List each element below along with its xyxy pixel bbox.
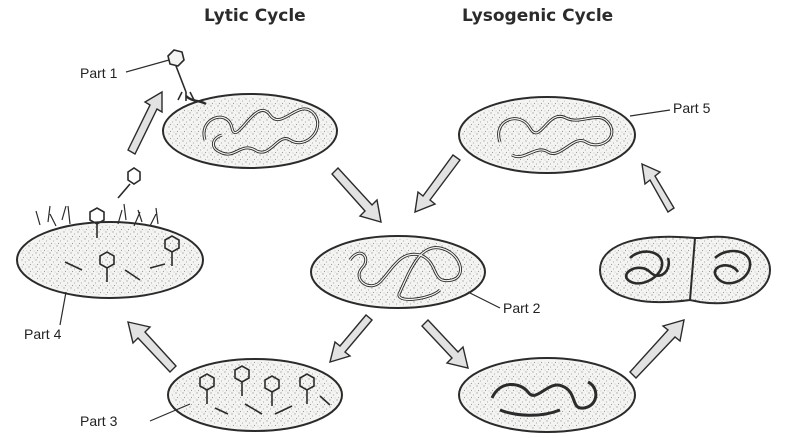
part5-label: Part 5 xyxy=(673,100,710,116)
part2-label: Part 2 xyxy=(503,300,540,316)
released-phage xyxy=(118,168,140,198)
arrow-center-to-bottom-lytic xyxy=(330,315,372,362)
attaching-phage xyxy=(168,50,206,104)
lytic-cell-lysis xyxy=(17,168,203,298)
center-cell-viral-dna-injected xyxy=(311,236,485,308)
lytic-cycle-title: Lytic Cycle xyxy=(204,6,306,26)
part4-leader xyxy=(60,292,66,325)
arrow-lysogenic-bottom-to-right xyxy=(630,320,684,378)
lysogenic-cycle-title: Lysogenic Cycle xyxy=(462,6,613,26)
arrow-right-to-lysogenic-top xyxy=(642,164,674,212)
part3-label: Part 3 xyxy=(80,413,117,429)
arrow-top-lytic-to-center xyxy=(332,168,381,222)
arrow-lysogenic-top-to-center xyxy=(415,155,460,212)
part5-leader xyxy=(630,110,670,116)
arrow-center-to-lysogenic-bottom xyxy=(422,320,468,368)
part2-leader xyxy=(468,292,500,308)
lysogenic-cell-integration xyxy=(459,358,635,432)
part1-label: Part 1 xyxy=(80,65,117,81)
lysogenic-cell-replication xyxy=(459,97,635,173)
arrow-bottom-lytic-to-left xyxy=(128,322,176,372)
lytic-cell-infection xyxy=(163,94,337,168)
lytic-cell-assembly xyxy=(168,359,342,431)
part1-leader xyxy=(126,60,169,72)
part4-label: Part 4 xyxy=(24,326,61,342)
lysogenic-cell-division xyxy=(600,237,770,304)
arrow-left-to-top-lytic xyxy=(128,92,162,154)
